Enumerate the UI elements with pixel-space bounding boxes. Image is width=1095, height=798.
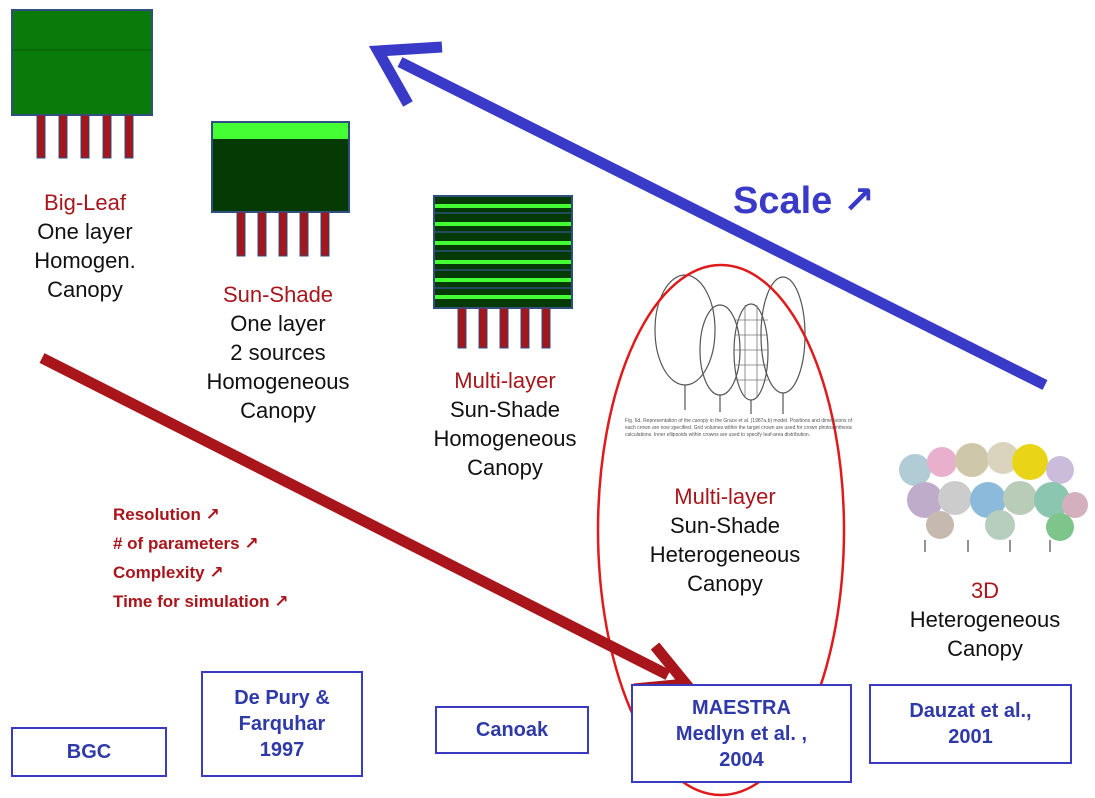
maestra-canopy-figure [654, 274, 806, 414]
reference-maestra: MAESTRA Medlyn et al. , 2004 [631, 684, 852, 783]
sun-shade-label: Sun-Shade One layer 2 sources Homogeneou… [198, 280, 358, 425]
scale-arrow [368, 41, 1048, 390]
model-title: Multi-layer [454, 368, 556, 393]
scale-label: Scale ↗ [733, 180, 875, 222]
sun-shade-icon [211, 121, 350, 257]
multi-layer-homog-label: Multi-layer Sun-Shade Homogeneous Canopy [420, 366, 590, 482]
model-line: Canopy [947, 636, 1023, 661]
model-line: Sun-Shade [449, 397, 561, 422]
resolution-item: Time for simulation ↗ [113, 592, 289, 611]
reference-bgc: BGC [11, 727, 167, 777]
big-leaf-icon [11, 9, 153, 159]
model-line: Canopy [687, 571, 763, 596]
reference-line: Canoak [475, 719, 549, 741]
reference-de-pury: De Pury & Farquhar 1997 [201, 671, 363, 777]
reference-canoak: Canoak [435, 706, 589, 754]
model-line: Homogeneous [206, 369, 350, 394]
model-line: One layer [230, 311, 326, 336]
figure-caption: Fig. 6d. Representation of the canopy in… [625, 418, 853, 438]
reference-line: BGC [66, 741, 112, 763]
highlight-ellipse [596, 263, 846, 797]
model-title: Multi-layer [674, 484, 776, 509]
model-line: One layer [37, 219, 133, 244]
model-line: Sun-Shade [669, 513, 781, 538]
model-line: Canopy [47, 277, 123, 302]
reference-line: 2004 [719, 748, 764, 771]
model-line: Heterogeneous [909, 607, 1061, 632]
reference-line: 1997 [259, 739, 305, 761]
model-title: Big-Leaf [44, 190, 126, 215]
3d-label: 3D Heterogeneous Canopy [890, 576, 1080, 663]
model-line: 2 sources [230, 340, 326, 365]
reference-line: Farquhar [238, 713, 326, 735]
model-line: Homogeneous [433, 426, 577, 451]
reference-line: 2001 [948, 726, 993, 748]
reference-line: De Pury & [234, 687, 330, 709]
multi-layer-icon [433, 195, 573, 349]
multi-layer-hetero-label: Multi-layer Sun-Shade Heterogeneous Cano… [640, 482, 810, 598]
model-title: 3D [970, 578, 1000, 603]
resolution-list: Resolution ↗ # of parameters ↗ Complexit… [113, 500, 288, 616]
model-line: Canopy [240, 398, 316, 423]
model-line: Heterogeneous [649, 542, 801, 567]
resolution-item: Resolution ↗ [113, 505, 220, 524]
reference-line: Dauzat et al., [909, 700, 1032, 722]
resolution-item: Complexity ↗ [113, 563, 224, 582]
resolution-item: # of parameters ↗ [113, 534, 259, 553]
model-title: Sun-Shade [222, 282, 334, 307]
reference-dauzat: Dauzat et al., 2001 [869, 684, 1072, 764]
model-line: Canopy [467, 455, 543, 480]
big-leaf-label: Big-Leaf One layer Homogen. Canopy [10, 188, 160, 304]
reference-line: Medlyn et al. , [675, 722, 808, 745]
3d-trees-figure [899, 442, 1088, 552]
model-line: Homogen. [34, 248, 136, 273]
reference-line: MAESTRA [692, 696, 791, 719]
